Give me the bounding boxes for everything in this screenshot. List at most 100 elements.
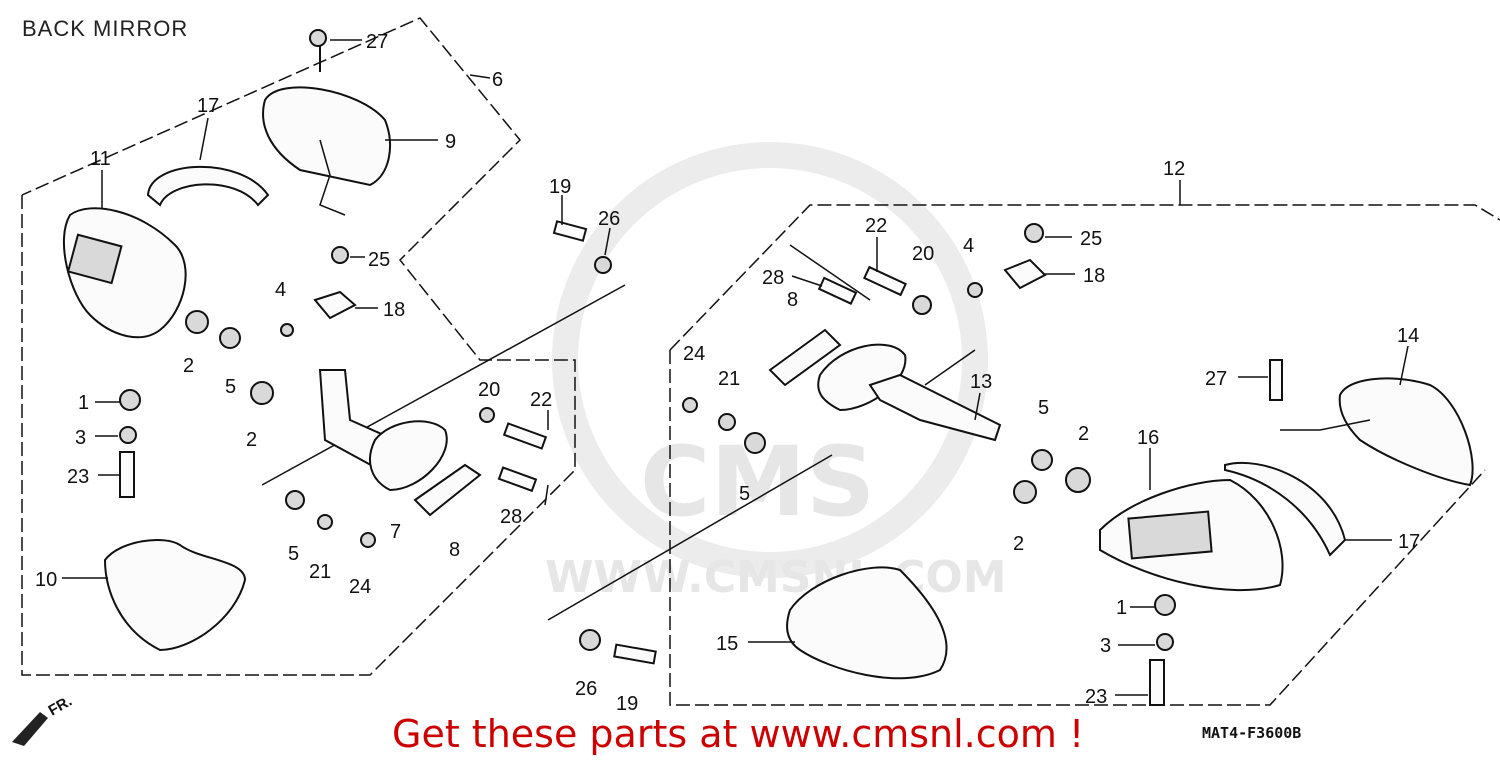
leader-left-mount — [261, 284, 626, 486]
callout-1: 1 — [1116, 597, 1127, 619]
callout-16: 16 — [1137, 427, 1159, 449]
callout-24: 24 — [683, 343, 705, 365]
callout-27: 27 — [366, 31, 388, 53]
mirror-housing-right-window — [1127, 510, 1213, 560]
footer-link-text[interactable]: Get these parts at www.cmsnl.com ! — [392, 712, 1085, 756]
left-mirror-parts — [62, 29, 612, 652]
leader-17a — [199, 117, 209, 161]
callout-21: 21 — [309, 561, 331, 583]
callout-2: 2 — [246, 429, 257, 451]
callout-17: 17 — [1398, 531, 1420, 553]
callout-8: 8 — [449, 539, 460, 561]
bracket-18-left — [313, 290, 357, 320]
callout-28: 28 — [762, 267, 784, 289]
callout-23: 23 — [67, 466, 89, 488]
callout-3: 3 — [75, 427, 86, 449]
washer-3-left — [119, 426, 137, 444]
callout-3: 3 — [1100, 635, 1111, 657]
screw-24-right — [682, 397, 698, 413]
mirror-stay-13 — [868, 373, 1002, 442]
diagram-code: MAT4-F3600B — [1202, 724, 1302, 742]
callout-15: 15 — [716, 633, 738, 655]
bolt-23-right — [1149, 659, 1165, 706]
callout-25: 25 — [1080, 228, 1102, 250]
grommet-2-left-b — [250, 381, 274, 405]
callout-22: 22 — [530, 389, 552, 411]
washer-20-left — [479, 407, 495, 423]
washer-26-right — [579, 629, 601, 651]
callout-27: 27 — [1205, 368, 1227, 390]
grommet-2-left-a — [185, 310, 209, 334]
callout-14: 14 — [1397, 325, 1419, 347]
bolt-28-left — [497, 466, 538, 493]
bolt-19-right — [613, 643, 657, 665]
leader-28b — [791, 275, 823, 287]
gasket-8-left — [413, 463, 482, 517]
leader-right-top — [789, 244, 871, 301]
mirror-seal-17-right — [1224, 461, 1347, 557]
callout-1: 1 — [78, 392, 89, 414]
callout-5: 5 — [739, 483, 750, 505]
callout-20: 20 — [478, 379, 500, 401]
front-direction-indicator: FR. — [12, 693, 75, 746]
right-mirror-parts — [579, 223, 1474, 706]
washer-20-right — [912, 295, 932, 315]
grommet-2-right-a — [1065, 467, 1091, 493]
mirror-seal-17-left — [146, 165, 270, 207]
callout-19: 19 — [549, 176, 571, 198]
bracket-18-right — [1003, 258, 1047, 290]
mirror-glass-14 — [1338, 377, 1474, 487]
left-assembly-boundary — [21, 17, 576, 676]
callout-19: 19 — [616, 693, 638, 715]
mirror-cover-15 — [786, 566, 948, 680]
callout-5: 5 — [225, 376, 236, 398]
right-assembly-top-boundary — [669, 204, 1500, 351]
callout-11: 11 — [90, 148, 111, 170]
callout-18: 18 — [1083, 265, 1105, 287]
callout-2: 2 — [1013, 533, 1024, 555]
clip-4-right — [967, 282, 983, 298]
bolt-28-right — [817, 276, 858, 305]
mirror-cover-10 — [103, 539, 247, 652]
callout-7: 7 — [390, 521, 401, 543]
callout-9: 9 — [445, 131, 456, 153]
callout-26: 26 — [575, 678, 597, 700]
mirror-housing-left-window — [66, 233, 123, 285]
nut-25-left — [331, 246, 349, 264]
washer-26-left — [594, 256, 612, 274]
leader-14 — [1399, 345, 1409, 386]
bolt-22-right — [863, 265, 907, 297]
callout-leaders — [62, 39, 1409, 696]
collar-5-right-b — [1031, 449, 1053, 471]
callouts: 27 6 17 9 11 25 4 18 2 5 2 1 3 23 10 20 … — [35, 31, 1420, 715]
callout-23: 23 — [1085, 686, 1107, 708]
callout-12: 12 — [1163, 158, 1185, 180]
washer-3-right — [1156, 633, 1174, 651]
bolt-23-left — [119, 451, 135, 498]
washer-21-left — [317, 514, 333, 530]
grommet-2-right-b — [1013, 480, 1037, 504]
screw-27-left-head — [309, 29, 327, 47]
callout-21: 21 — [718, 368, 740, 390]
leader-26a — [604, 227, 611, 256]
callout-6: 6 — [492, 69, 503, 91]
callout-5: 5 — [288, 543, 299, 565]
callout-2: 2 — [183, 355, 194, 377]
bolt-22-left — [502, 422, 548, 450]
mount-7-left — [369, 420, 448, 492]
callout-22: 22 — [865, 215, 887, 237]
watermark-url-text: WWW.CMSNL.COM — [545, 552, 1007, 603]
callout-5: 5 — [1038, 397, 1049, 419]
leader-6 — [469, 74, 491, 79]
right-assembly-bottom-boundary — [669, 350, 1486, 706]
screw-24-left — [360, 532, 376, 548]
mirror-glass-9-bracket — [319, 139, 346, 216]
washer-21-right — [718, 413, 736, 431]
bolt-19-left — [552, 220, 588, 242]
screw-27-right — [1269, 359, 1283, 401]
assembly-boundaries — [21, 17, 1500, 706]
callout-25: 25 — [368, 249, 390, 271]
callout-28: 28 — [500, 506, 522, 528]
